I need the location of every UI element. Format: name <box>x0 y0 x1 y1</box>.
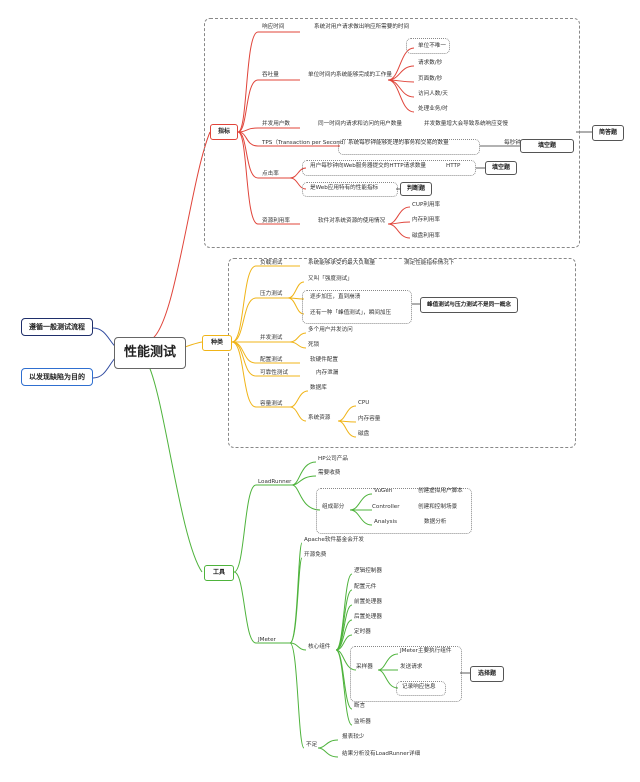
shortage-item: 结果分析没有LoadRunner详细 <box>342 751 421 757</box>
metric-throughput-desc: 单位时间内系统能够完成的工作量 <box>308 72 392 78</box>
tool-jmeter: JMeter <box>258 637 276 643</box>
resource-item: 内存利用率 <box>412 217 440 223</box>
concurrency-item: 死锁 <box>308 342 320 348</box>
type-capacity: 容量测试 <box>260 401 283 407</box>
lr-parts-outline <box>316 488 472 534</box>
capacity-sys: 系统资源 <box>308 415 331 421</box>
lr-item: HP公司产品 <box>318 456 348 462</box>
type-stress: 压力测试 <box>260 291 283 297</box>
metric-throughput: 吞吐量 <box>262 72 279 78</box>
shortage-item: 报表较少 <box>342 734 365 740</box>
jm-tail: 监听器 <box>354 719 371 725</box>
jm-shortage: 不足 <box>306 742 318 748</box>
throughput-item: 请求数/秒 <box>418 60 443 66</box>
capacity-item: 内存容量 <box>358 416 381 422</box>
types-group-outline <box>228 258 576 448</box>
stress-outline <box>302 290 412 324</box>
left-label-defect[interactable]: 以发现缺陷为目的 <box>21 368 93 386</box>
metric-tps-unit: 每秒钟 <box>504 140 521 146</box>
lr-part-desc: 创建和控制场景 <box>418 504 458 510</box>
web-metric-outline <box>302 182 398 197</box>
tag-peak-vs-stress: 峰值测试与压力测试不是同一概念 <box>420 297 518 313</box>
lr-part-name: Controller <box>372 504 400 510</box>
branch-metrics[interactable]: 指标 <box>210 124 238 140</box>
tag-fill-click: 填空题 <box>485 161 517 175</box>
throughput-item: 单位不唯一 <box>418 43 446 49</box>
click-outline <box>302 160 476 176</box>
jm-core: 核心组件 <box>308 644 331 650</box>
stress-item: 又叫「强度测试」 <box>308 276 353 282</box>
resource-item: 磁盘利用率 <box>412 233 440 239</box>
stress-item: 逐步加压，直到崩溃 <box>310 294 361 300</box>
metric-response-time-desc: 系统对用户请求做出响应所需要的时间 <box>314 24 410 30</box>
type-config: 配置测试 <box>260 357 283 363</box>
jm-sampler: 采样器 <box>356 664 373 670</box>
jm-comp: 后置处理器 <box>354 614 382 620</box>
metric-concurrent: 并发用户数 <box>262 121 290 127</box>
jm-tail: 断言 <box>354 703 366 709</box>
branch-types[interactable]: 种类 <box>202 335 232 351</box>
metric-resource-desc: 软件对系统资源的使用情况 <box>318 218 386 224</box>
sampler-outline <box>350 646 462 702</box>
concurrency-item: 多个用户并发访问 <box>308 327 353 333</box>
metric-concurrent-note: 并发数量增大会导致系统响应变慢 <box>424 121 508 127</box>
sampler-item: JMeter主要执行组件 <box>400 648 452 654</box>
type-config-desc: 软硬件配置 <box>310 357 338 363</box>
metric-concurrent-desc: 同一时间内请求和访问的用户数量 <box>318 121 402 127</box>
lr-components: 组成部分 <box>322 504 345 510</box>
lr-part-desc: 创建虚拟用户脚本 <box>418 488 463 494</box>
throughput-item: 访问人数/天 <box>418 91 448 97</box>
tag-judge: 判断题 <box>400 182 432 196</box>
metric-resource: 资源利用率 <box>262 218 290 224</box>
metric-click-http: HTTP <box>446 163 461 169</box>
jm-comp: 逻辑控制器 <box>354 568 382 574</box>
capacity-item: CPU <box>358 400 370 406</box>
capacity-db: 数据库 <box>310 385 327 391</box>
type-load: 负载测试 <box>260 260 283 266</box>
jm-item: Apache软件基金会开发 <box>304 537 365 543</box>
type-reliability-desc: 内存泄漏 <box>316 370 339 376</box>
tool-loadrunner: LoadRunner <box>258 479 292 485</box>
stress-item: 还有一种「峰值测试」，瞬间加压 <box>310 310 392 316</box>
jm-comp: 配置元件 <box>354 584 377 590</box>
metric-click-desc: 用户每秒钟向Web服务器提交的HTTP请求数量 <box>310 163 427 169</box>
metrics-group-outline <box>204 18 580 248</box>
jm-comp: 定时器 <box>354 629 371 635</box>
metric-click-desc2: 是Web应用特有的性能指标 <box>310 185 379 191</box>
lr-item: 需要收费 <box>318 470 341 476</box>
metric-tps-desc: 系统每秒钟能够处理的事务和交易的数量 <box>348 140 449 146</box>
lr-part-name: VuGen <box>374 488 393 494</box>
type-reliability: 可靠性测试 <box>260 370 288 376</box>
branch-tools[interactable]: 工具 <box>204 565 234 581</box>
left-label-process[interactable]: 遵循一般测试流程 <box>21 318 93 336</box>
type-load-note: 满足性能指标情况下 <box>404 260 455 266</box>
type-load-desc: 系统能够承受的最大负载量 <box>308 260 376 266</box>
tag-fill-tps: 填空题 <box>520 139 574 153</box>
metric-click-rate: 点击率 <box>262 171 279 177</box>
metric-tps: TPS（Transaction per Second） <box>262 140 349 146</box>
sampler-item: 发送请求 <box>400 664 423 670</box>
tag-select: 选择题 <box>470 666 504 682</box>
type-concurrency: 并发测试 <box>260 335 283 341</box>
throughput-item: 处理业务/时 <box>418 106 448 112</box>
root-node[interactable]: 性能测试 <box>114 337 186 369</box>
lr-part-name: Analysis <box>374 519 398 525</box>
throughput-items-outline <box>406 38 450 54</box>
response-info-outline <box>396 681 446 696</box>
capacity-item: 磁盘 <box>358 431 370 437</box>
jm-comp: 前置处理器 <box>354 599 382 605</box>
jm-item: 开源免费 <box>304 552 327 558</box>
tps-outline <box>338 139 480 155</box>
sampler-item: 记录响应信息 <box>402 684 436 690</box>
resource-item: CUP利用率 <box>412 202 441 208</box>
metric-response-time: 响应时间 <box>262 24 285 30</box>
throughput-item: 页面数/秒 <box>418 76 443 82</box>
lr-part-desc: 数据分析 <box>424 519 447 525</box>
tag-essay: 简答题 <box>592 125 624 141</box>
